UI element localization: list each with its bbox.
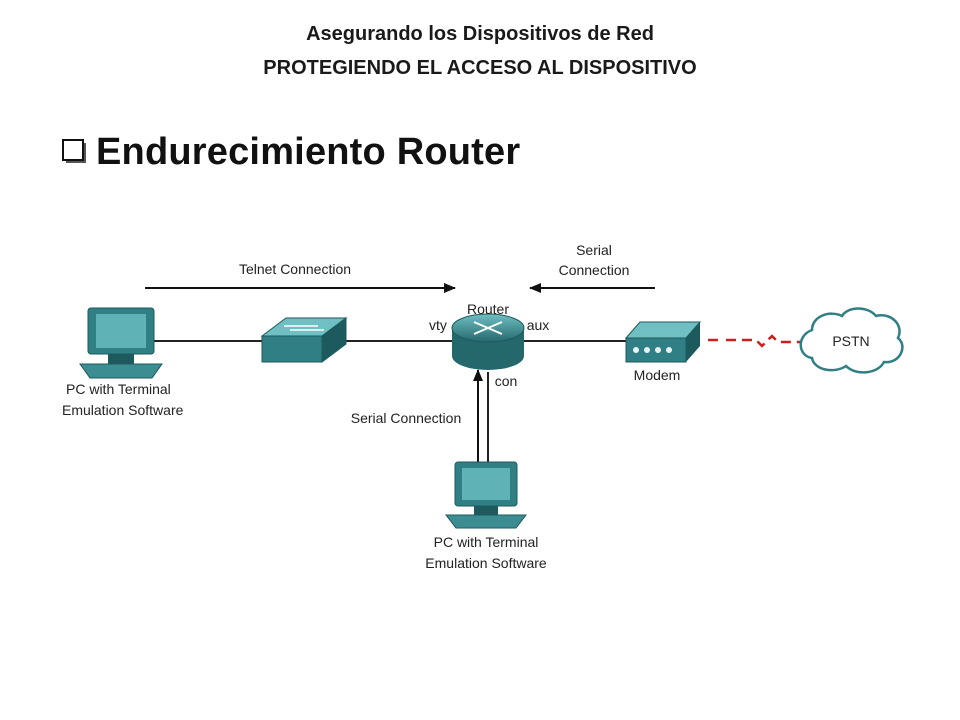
pc-left-label-1: PC with Terminal: [66, 381, 171, 397]
modem-icon: [624, 321, 702, 363]
bullet-item: Endurecimiento Router: [62, 127, 520, 177]
serial-connection-top-label-2: Connection: [559, 262, 630, 278]
pc-left-icon: [79, 307, 163, 379]
pc-left-label-2: Emulation Software: [62, 402, 184, 418]
pc-bottom-label-1: PC with Terminal: [434, 534, 539, 550]
router-label: Router: [467, 301, 509, 317]
pstn-cloud-icon: [799, 307, 904, 374]
telnet-connection-label: Telnet Connection: [239, 261, 351, 277]
pc-bottom-icon: [444, 461, 528, 529]
slide-title: Asegurando los Dispositivos de Red: [306, 23, 654, 45]
router-icon: [451, 313, 525, 370]
serial-connection-top-label-1: Serial: [576, 242, 612, 258]
con-label: con: [495, 373, 518, 389]
serial-dashed-link: [708, 334, 800, 348]
slide-subtitle: PROTEGIENDO EL ACCESO AL DISPOSITIVO: [263, 57, 697, 79]
modem-label: Modem: [634, 367, 681, 383]
pstn-label: PSTN: [832, 333, 869, 349]
pc-bottom-label-2: Emulation Software: [425, 555, 547, 571]
checkbox-bullet-icon: [62, 139, 88, 165]
serial-connection-vertical-label: Serial Connection: [351, 410, 462, 426]
aux-label: aux: [527, 317, 550, 333]
switch-icon: [260, 317, 348, 363]
vty-label: vty: [429, 317, 447, 333]
bullet-title: Endurecimiento Router: [96, 130, 521, 173]
